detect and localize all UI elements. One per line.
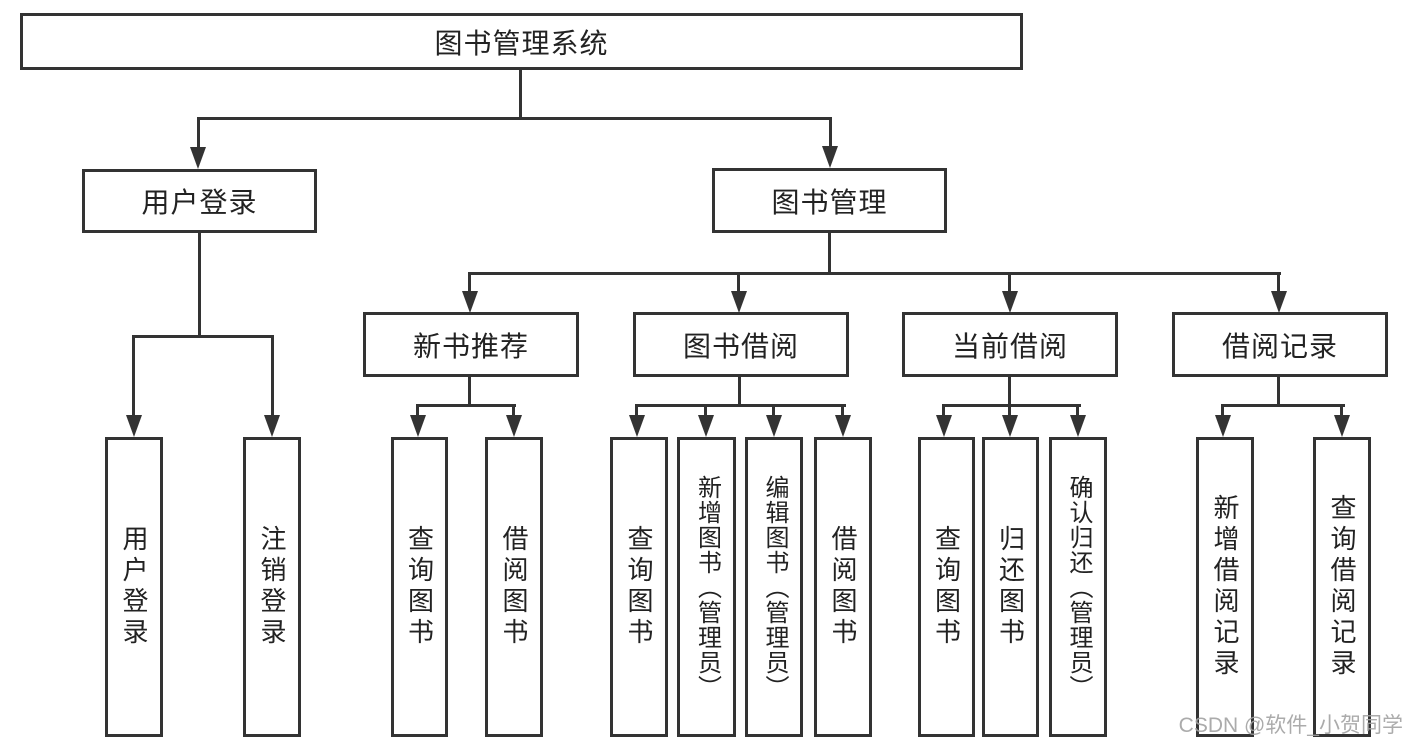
- connector-line: [416, 404, 419, 418]
- connector-line: [828, 233, 831, 275]
- leaf-add-books-admin: 新增图书（管理员）: [677, 437, 736, 737]
- connector-line: [737, 272, 740, 293]
- leaf-borrow-books-recommend-label: 借阅图书: [499, 525, 529, 649]
- node-root-label: 图书管理系统: [434, 27, 609, 59]
- connector-line: [1008, 272, 1011, 293]
- leaf-query-books-recommend: 查询图书: [391, 437, 448, 737]
- leaf-return-books-label: 归还图书: [995, 525, 1026, 649]
- connector-line: [416, 404, 516, 407]
- connector-line: [1008, 404, 1011, 418]
- leaf-query-borrow-record-label: 查询借阅记录: [1327, 494, 1357, 680]
- leaf-confirm-return-admin-label: 确认归还（管理员）: [1065, 474, 1092, 700]
- node-borrow-records: 借阅记录: [1172, 312, 1388, 377]
- connector-line: [132, 335, 135, 419]
- connector-line: [1076, 404, 1079, 418]
- arrow-down-icon: [190, 147, 206, 169]
- connector-line: [635, 404, 638, 418]
- leaf-borrow-books-label: 借阅图书: [828, 525, 858, 649]
- arrow-down-icon: [1215, 415, 1231, 437]
- connector-line: [271, 335, 274, 419]
- node-book-management-label: 图书管理: [771, 186, 888, 218]
- connector-line: [772, 404, 775, 418]
- arrow-down-icon: [264, 415, 280, 437]
- connector-line: [942, 404, 1081, 407]
- leaf-logout: 注销登录: [243, 437, 301, 737]
- arrow-down-icon: [835, 415, 851, 437]
- node-book-borrowing-label: 图书借阅: [682, 330, 799, 362]
- leaf-add-books-admin-label: 新增图书（管理员）: [693, 474, 721, 700]
- leaf-query-borrow-record: 查询借阅记录: [1313, 437, 1371, 737]
- arrow-down-icon: [1002, 415, 1018, 437]
- arrow-down-icon: [410, 415, 426, 437]
- leaf-user-login: 用户登录: [105, 437, 163, 737]
- leaf-confirm-return-admin: 确认归还（管理员）: [1049, 437, 1107, 737]
- connector-line: [132, 335, 274, 338]
- leaf-query-books-borrowing: 查询图书: [610, 437, 668, 737]
- node-user-login-label: 用户登录: [141, 187, 258, 218]
- leaf-query-books-current-label: 查询图书: [931, 525, 962, 649]
- arrow-down-icon: [629, 415, 645, 437]
- node-new-book-recommend: 新书推荐: [363, 312, 579, 377]
- node-current-borrowing-label: 当前借阅: [951, 330, 1068, 362]
- connector-line: [519, 70, 522, 120]
- node-root: 图书管理系统: [20, 13, 1023, 70]
- connector-line: [197, 117, 832, 120]
- arrow-down-icon: [822, 146, 838, 168]
- connector-line: [1340, 404, 1343, 418]
- arrow-down-icon: [1070, 415, 1086, 437]
- arrow-down-icon: [936, 415, 952, 437]
- arrow-down-icon: [1002, 291, 1018, 313]
- node-book-borrowing: 图书借阅: [633, 312, 849, 377]
- leaf-return-books: 归还图书: [982, 437, 1039, 737]
- connector-line: [512, 404, 515, 418]
- arrow-down-icon: [1334, 415, 1350, 437]
- connector-line: [468, 272, 1281, 275]
- node-current-borrowing: 当前借阅: [902, 312, 1118, 377]
- leaf-logout-label: 注销登录: [257, 525, 287, 649]
- arrow-down-icon: [462, 291, 478, 313]
- connector-line: [1277, 377, 1280, 407]
- arrow-down-icon: [698, 415, 714, 437]
- leaf-borrow-books-recommend: 借阅图书: [485, 437, 543, 737]
- node-borrow-records-label: 借阅记录: [1221, 330, 1338, 362]
- leaf-add-borrow-record: 新增借阅记录: [1196, 437, 1254, 737]
- leaf-user-login-label: 用户登录: [119, 525, 149, 649]
- node-book-management: 图书管理: [712, 168, 947, 233]
- arrow-down-icon: [766, 415, 782, 437]
- connector-line: [1221, 404, 1345, 407]
- leaf-edit-books-admin: 编辑图书（管理员）: [745, 437, 803, 737]
- leaf-query-books-current: 查询图书: [918, 437, 975, 737]
- connector-line: [468, 272, 471, 293]
- node-user-login: 用户登录: [82, 169, 317, 233]
- csdn-watermark: CSDN @软件_小贺同学: [1178, 714, 1403, 737]
- connector-line: [1277, 272, 1280, 293]
- leaf-edit-books-admin-label: 编辑图书（管理员）: [761, 474, 788, 700]
- connector-line: [1008, 377, 1011, 408]
- leaf-borrow-books: 借阅图书: [814, 437, 872, 737]
- connector-line: [197, 117, 200, 149]
- arrow-down-icon: [126, 415, 142, 437]
- connector-line: [738, 377, 741, 407]
- leaf-query-books-borrowing-label: 查询图书: [624, 525, 654, 649]
- leaf-add-borrow-record-label: 新增借阅记录: [1210, 494, 1240, 680]
- arrow-down-icon: [1271, 291, 1287, 313]
- arrow-down-icon: [506, 415, 522, 437]
- connector-line: [635, 404, 846, 407]
- connector-line: [841, 404, 844, 418]
- connector-line: [942, 404, 945, 418]
- connector-line: [468, 377, 471, 407]
- connector-line: [829, 117, 832, 149]
- leaf-query-books-recommend-label: 查询图书: [404, 525, 435, 649]
- connector-line: [1221, 404, 1224, 418]
- node-new-book-recommend-label: 新书推荐: [412, 330, 529, 362]
- arrow-down-icon: [731, 291, 747, 313]
- connector-line: [198, 233, 201, 337]
- connector-line: [704, 404, 707, 418]
